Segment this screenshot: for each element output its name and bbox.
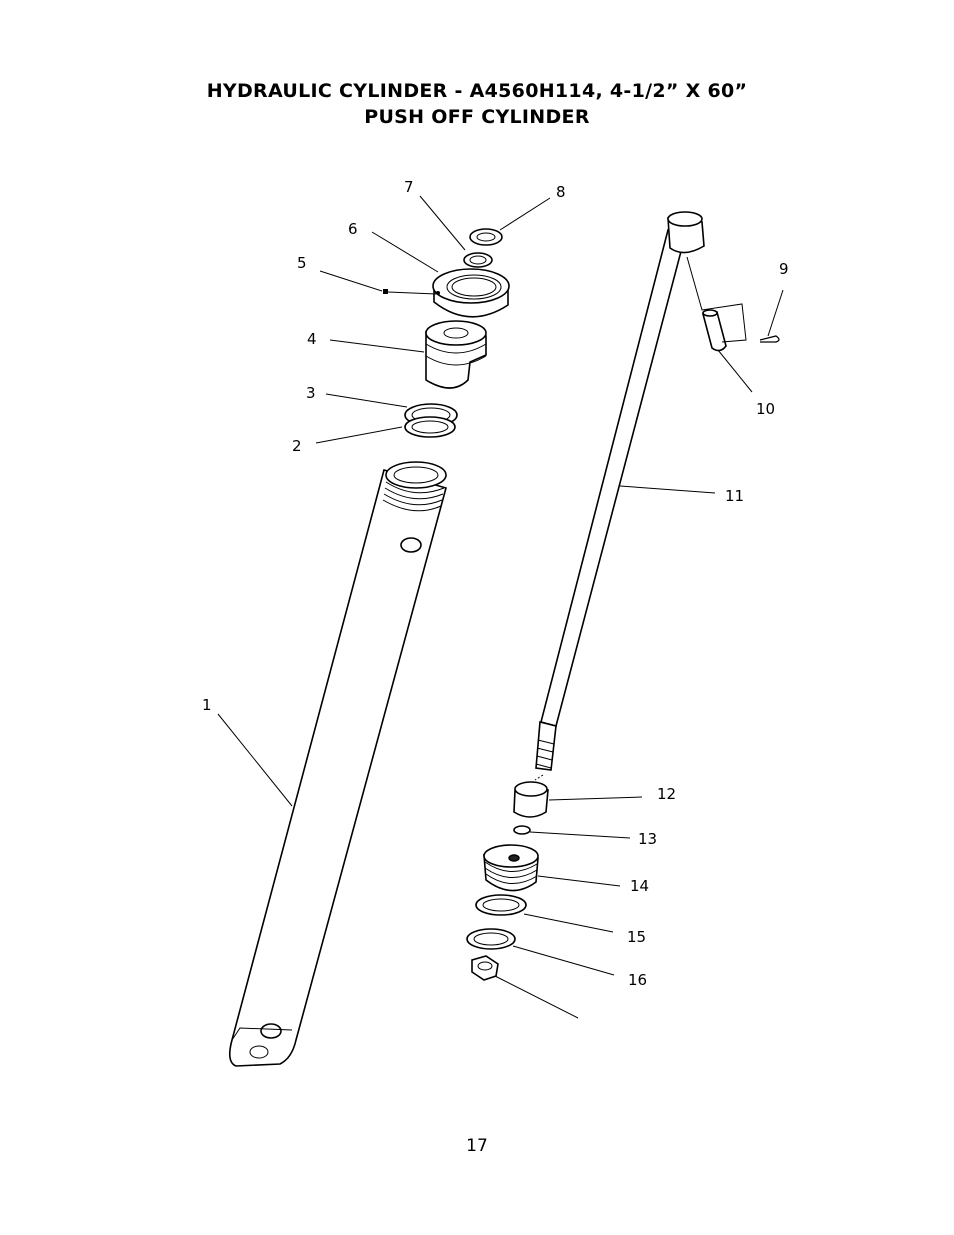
- callout-11: 11: [725, 487, 744, 505]
- part-13-washer: [513, 825, 531, 835]
- callout-13: 13: [638, 830, 657, 848]
- diagram-title: HYDRAULIC CYLINDER - A4560H114, 4-1/2” X…: [206, 80, 748, 102]
- part-9-cotter-pin: [759, 335, 780, 343]
- part-2-3-seals: [404, 403, 458, 438]
- callout-7: 7: [404, 178, 414, 196]
- callout-16: 16: [628, 971, 647, 989]
- callout-10: 10: [756, 400, 775, 418]
- callout-8: 8: [556, 183, 566, 201]
- page-number: 17: [466, 1136, 488, 1156]
- leader-lines: [217, 195, 784, 1019]
- callout-1: 1: [202, 696, 212, 714]
- callout-3: 3: [306, 384, 316, 402]
- callout-5: 5: [297, 254, 307, 272]
- part-7-8-wipers: [463, 228, 503, 268]
- part-12-bushing: [513, 781, 549, 818]
- part-14-piston: [483, 844, 539, 892]
- part-5-setscrew: [383, 289, 388, 294]
- part-6-nut: [432, 268, 510, 318]
- part-16-ring: [466, 928, 516, 950]
- part-11-rod: [535, 211, 705, 771]
- part-15-seal: [475, 894, 527, 916]
- callout-labels: 1 2 3 4 5 6 7 8 9 10 11 12 13 14 15 16: [202, 178, 789, 989]
- callout-2: 2: [292, 437, 302, 455]
- callout-9: 9: [779, 260, 789, 278]
- callout-4: 4: [307, 330, 317, 348]
- callout-15: 15: [627, 928, 646, 946]
- part-10-pin: [686, 256, 747, 352]
- callout-12: 12: [657, 785, 676, 803]
- part-locknut: [471, 955, 499, 981]
- part-4-gland: [425, 320, 487, 389]
- callout-6: 6: [348, 220, 358, 238]
- callout-14: 14: [630, 877, 649, 895]
- diagram-subtitle: PUSH OFF CYLINDER: [364, 106, 590, 128]
- part-1-barrel: [228, 461, 447, 1067]
